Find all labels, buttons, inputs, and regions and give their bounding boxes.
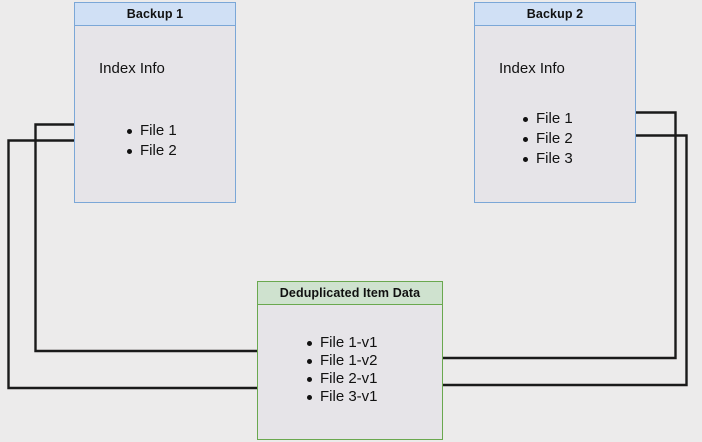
node-backup-1-body: Index Info File 1 File 2 xyxy=(75,26,235,202)
list-item: File 1 xyxy=(519,109,573,129)
list-item: File 3 xyxy=(519,149,573,169)
node-backup-1[interactable]: Backup 1 Index Info File 1 File 2 xyxy=(74,2,236,203)
node-backup-1-header: Backup 1 xyxy=(75,3,235,26)
node-backup-1-section-label: Index Info xyxy=(99,60,165,77)
list-item: File 3-v1 xyxy=(303,388,378,406)
node-deduplicated-item-data-file-list: File 1-v1 File 1-v2 File 2-v1 File 3-v1 xyxy=(303,334,378,406)
node-deduplicated-item-data-header: Deduplicated Item Data xyxy=(258,282,442,305)
node-deduplicated-item-data[interactable]: Deduplicated Item Data File 1-v1 File 1-… xyxy=(257,281,443,440)
node-backup-2[interactable]: Backup 2 Index Info File 1 File 2 File 3 xyxy=(474,2,636,203)
list-item: File 2 xyxy=(123,141,177,161)
list-item: File 1-v1 xyxy=(303,334,378,352)
list-item: File 1-v2 xyxy=(303,352,378,370)
list-item: File 1 xyxy=(123,121,177,141)
node-deduplicated-item-data-body: File 1-v1 File 1-v2 File 2-v1 File 3-v1 xyxy=(258,305,442,439)
node-backup-2-body: Index Info File 1 File 2 File 3 xyxy=(475,26,635,202)
node-backup-1-file-list: File 1 File 2 xyxy=(123,121,177,161)
node-backup-2-section-label: Index Info xyxy=(499,60,565,77)
node-backup-2-file-list: File 1 File 2 File 3 xyxy=(519,109,573,169)
node-backup-2-header: Backup 2 xyxy=(475,3,635,26)
list-item: File 2-v1 xyxy=(303,370,378,388)
list-item: File 2 xyxy=(519,129,573,149)
